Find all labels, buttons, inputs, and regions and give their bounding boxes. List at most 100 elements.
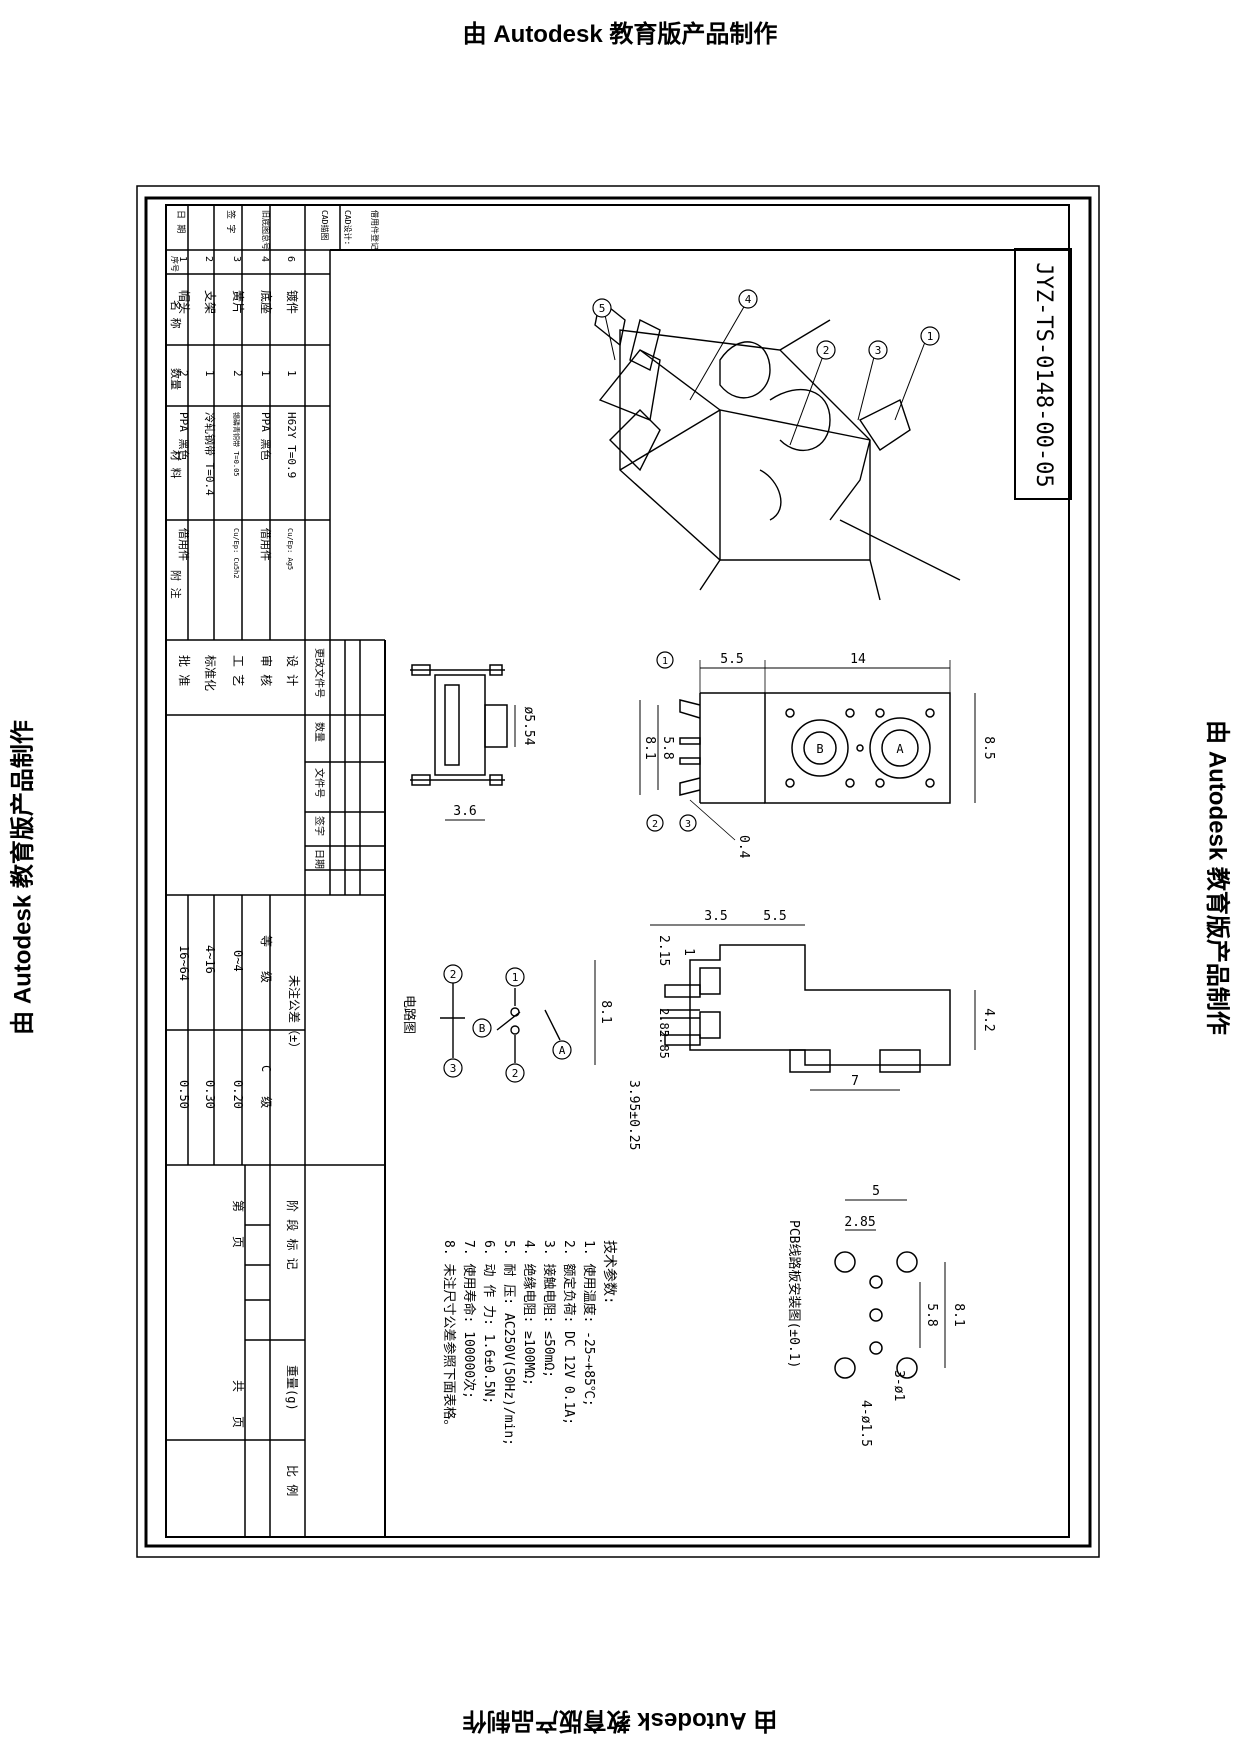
bom-header-material: 材 料: [169, 450, 183, 479]
side-dim-dia: ø5.54: [521, 706, 536, 745]
front-dim-5-5: 5.5: [720, 652, 743, 667]
side-sign: 签 字: [225, 210, 237, 233]
tol-value-1: 0.30: [203, 1080, 217, 1109]
front-label-a: A: [896, 742, 904, 756]
bom-row-no: 6: [285, 256, 296, 262]
bom-row-no: 2: [203, 256, 214, 262]
outer-frame: [136, 185, 1100, 1558]
iso-callout-1: 1: [927, 330, 934, 343]
bottom-dim-3-5: 3.5: [704, 909, 727, 924]
circuit-node-2a: 2: [450, 968, 457, 981]
bottom-dim-5-5: 5.5: [763, 909, 786, 924]
front-dim-14: 14: [850, 652, 866, 667]
side-old-base: 旧底图总号: [261, 210, 271, 250]
tech-item: 7. 使用寿命: 100000次;: [461, 1240, 477, 1399]
bottom-dim-1: 1: [681, 948, 696, 956]
inner-frame: [144, 196, 1092, 1548]
bom-row-material: H62Y T=0.9: [285, 412, 298, 478]
front-view-labels: B A 5.5 14 8.5 5.8 8.1 0.4 1 2 3: [639, 651, 996, 859]
tol-range-2: 16~64: [177, 945, 191, 981]
circuit-switch-b: B: [479, 1022, 486, 1035]
circuit-switch-a: A: [559, 1044, 566, 1057]
rev-date: 日期: [313, 849, 325, 869]
circuit-node-2b: 2: [512, 1067, 519, 1080]
side-cad-design: CAD设计:: [343, 210, 353, 245]
front-callout-3: 3: [685, 819, 691, 830]
bom-header-qty: 数量: [169, 368, 182, 390]
front-view: [679, 692, 951, 804]
pcb-title: PCB线路板安装图(±0.1): [786, 1220, 802, 1368]
circuit-title: 电路图: [401, 995, 417, 1034]
front-dim-8-1: 8.1: [642, 736, 657, 759]
bottom-view-labels: 3.5 5.5 2.15 1 4.2 8.1 2.85 2.85 7 3.95±…: [594, 909, 996, 1150]
tb-review: 审 核: [259, 655, 274, 686]
tech-item: 6. 动 作 力: 1.6±0.5N;: [481, 1240, 496, 1404]
rev-signature: 签字: [313, 816, 326, 836]
tol-range-1: 4~16: [203, 945, 217, 974]
iso-callout-5: 5: [599, 302, 606, 315]
bom-row-no: 4: [259, 256, 270, 262]
bottom-dim-7: 7: [851, 1074, 859, 1089]
tb-sheet-no: 第 页: [231, 1200, 245, 1248]
iso-callout-2: 2: [823, 344, 830, 357]
bom-row-material: 锡磷青铜带 T=0.05: [232, 412, 241, 477]
bom-header-name: 名 称: [169, 300, 183, 329]
side-view-labels: ø5.54 3.6: [445, 705, 536, 821]
bom-row-name: 镀件: [285, 290, 299, 314]
tol-value-2: 0.50: [177, 1080, 191, 1109]
bottom-view: [660, 944, 951, 1073]
iso-callouts: 1 2 3 4 5: [592, 289, 940, 446]
isometric-view: [594, 298, 961, 601]
pcb-layout: [834, 1251, 918, 1379]
front-label-b: B: [816, 742, 823, 756]
bom-row-material: PPA 黑色: [259, 412, 273, 461]
rev-change-doc: 更改文件号: [313, 648, 326, 698]
bom-row-name: 底座: [259, 290, 274, 314]
bom-row-qty: 1: [259, 370, 272, 377]
bottom-dim-4-2: 4.2: [981, 1008, 996, 1031]
bom-row-name: 簧片: [231, 290, 246, 314]
tol-value-0: 0.20: [231, 1080, 245, 1109]
bom-row-material: 冷轧钢带 T=0.4: [203, 412, 217, 496]
bottom-dim-8-1: 8.1: [598, 1000, 613, 1023]
tb-process: 工 艺: [231, 655, 245, 686]
bom-row-qty: 1: [285, 370, 298, 377]
side-dim-3-6: 3.6: [453, 804, 476, 819]
rev-qty: 数量: [313, 722, 326, 742]
tech-params: 技术参数:1. 使用温度: -25~+85℃;2. 额定负荷: DC 12V 0…: [441, 1240, 618, 1446]
bottom-dim-2-15: 2.15: [656, 935, 671, 966]
tb-design: 设 计: [285, 655, 299, 686]
pcb-dim-8-1: 8.1: [951, 1303, 966, 1326]
tol-title: 未注公差（±）: [287, 975, 302, 1054]
circuit-node-1: 1: [512, 971, 519, 984]
tb-ratio: 比 例: [285, 1465, 299, 1496]
tol-range-0: 0~4: [231, 950, 245, 972]
bom-header-note: 附 注: [169, 570, 183, 599]
pcb-dim-4-d1-5: 4-ø1.5: [858, 1400, 873, 1447]
tech-item: 8. 未注尺寸公差参照下面表格。: [441, 1240, 457, 1432]
watermark-top: 由 Autodesk 教育版产品制作: [462, 21, 778, 48]
bottom-dim-2-85b: 2.85: [657, 1030, 671, 1059]
tb-approve: 批 准: [177, 655, 192, 686]
tb-standard: 标准化: [203, 655, 217, 691]
bom-row-note: Cu/Ep: Ag5: [286, 528, 294, 570]
bom-row-note: 借用件: [259, 528, 272, 561]
rev-doc-no: 文件号: [313, 768, 326, 798]
tb-weight: 重量(g): [285, 1365, 299, 1411]
bom-row-no: 3: [231, 256, 242, 262]
iso-callout-3: 3: [875, 344, 882, 357]
pcb-dim-3-d1: 3-ø1: [891, 1370, 906, 1401]
title-block-text: CAD描图 CAD设计: 借用件登记 旧底图总号 签 字 日 期 序号 名 称 …: [169, 210, 380, 599]
bom-row-qty: 1: [203, 370, 216, 377]
front-callout-2: 2: [652, 819, 658, 830]
side-date: 日 期: [175, 210, 186, 233]
front-dim-5-8: 5.8: [660, 736, 675, 759]
bom-row-material: PPA 黑色: [177, 412, 191, 461]
title-block-labels: 更改文件号 数量 文件号 签字 日期 设 计 审 核 工 艺 标准化 批 准 未…: [177, 648, 326, 1496]
circuit-node-3: 3: [450, 1062, 457, 1075]
tol-grade-value: C 级: [259, 1065, 273, 1108]
pcb-labels: 5 2.85 8.1 5.8 3-ø1 4-ø1.5 PCB线路板安装图(±0.…: [786, 1184, 966, 1447]
drawing-number: JYZ-TS-0148-00-05: [1031, 262, 1056, 487]
